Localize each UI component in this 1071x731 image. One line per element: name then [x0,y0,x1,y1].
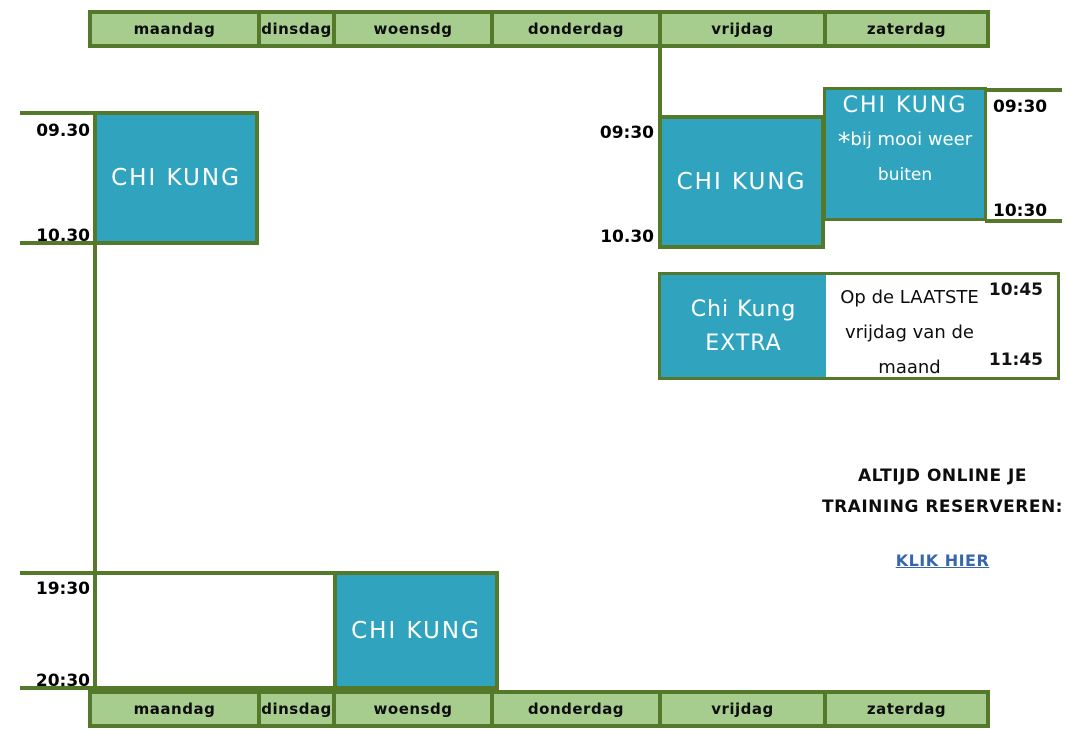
grid-line-1030-right [985,219,1062,223]
class-title: CHI KUNG [351,617,481,644]
start-time-friday: 09:30 [599,123,654,143]
extra-title-panel: Chi Kung EXTRA [661,275,826,377]
end-time-monday: 10.30 [36,226,90,246]
start-time-wednesday: 19:30 [35,579,90,599]
end-time-saturday: 10:30 [993,201,1048,221]
day-label-maandag-top: maandag [92,14,257,44]
day-label-vrijdag-top: vrijdag [662,14,823,44]
grid-line-2030 [20,686,498,690]
extra-note-line3: maand [878,357,941,378]
class-block-wednesday-evening: CHI KUNG [333,571,499,690]
day-label-zaterdag-bottom: zaterdag [827,694,986,724]
start-time-extra: 10:45 [988,280,1043,300]
booking-note-line2: TRAINING RESERVEREN: [822,497,1063,517]
day-header-top: maandag dinsdag woensdg donderdag vrijda… [88,10,990,48]
day-label-donderdag-top: donderdag [494,14,658,44]
booking-note-line1: ALTIJD ONLINE JE [858,466,1027,486]
extra-note-panel: Op de LAATSTE vrijdag van de maand 10:45… [826,275,1057,378]
class-block-monday-morning: CHI KUNG [93,111,259,245]
day-label-woensdg-top: woensdg [336,14,490,44]
day-label-maandag-bottom: maandag [92,694,257,724]
extra-note-line1: Op de LAATSTE [840,287,979,308]
class-block-friday-morning: CHI KUNG [658,115,825,249]
extra-title-line1: Chi Kung [690,296,797,322]
class-title: CHI KUNG [111,165,241,191]
grid-line-vertical-friday [658,44,662,117]
grid-line-0930-left [20,111,97,115]
grid-line-vertical-monday [93,111,97,690]
start-time-saturday: 09:30 [993,97,1048,117]
day-label-zaterdag-top: zaterdag [827,14,986,44]
class-note: *bij mooi weer [838,127,972,156]
end-time-friday: 10.30 [600,227,654,247]
booking-note: ALTIJD ONLINE JE TRAINING RESERVEREN: KL… [800,461,1071,577]
end-time-extra: 11:45 [988,350,1043,370]
day-label-woensdg-bottom: woensdg [336,694,490,724]
start-time-monday: 09.30 [36,121,90,141]
class-note-line2: buiten [877,165,933,185]
extra-note-text: Op de LAATSTE vrijdag van de maand [826,280,993,385]
end-time-wednesday: 20:30 [35,671,90,691]
day-label-donderdag-bottom: donderdag [494,694,658,724]
grid-line-0930-right [985,88,1062,92]
booking-link[interactable]: KLIK HIER [895,551,990,570]
day-header-bottom: maandag dinsdag woensdg donderdag vrijda… [88,690,990,728]
grid-line-1930 [20,571,498,575]
extra-note-line2: vrijdag van de [845,322,974,343]
class-block-saturday-morning: CHI KUNG *bij mooi weer buiten [823,87,987,221]
class-block-friday-extra: Chi Kung EXTRA Op de LAATSTE vrijdag van… [658,272,1060,380]
class-title: CHI KUNG [842,93,968,118]
day-label-dinsdag-bottom: dinsdag [261,694,332,724]
grid-line-1030-left [20,241,97,245]
extra-title-line2: EXTRA [705,330,782,356]
asterisk: * [837,127,851,156]
day-label-vrijdag-bottom: vrijdag [662,694,823,724]
class-note-text: bij mooi weer [850,129,973,150]
day-label-dinsdag-top: dinsdag [261,14,332,44]
class-title: CHI KUNG [676,169,807,195]
